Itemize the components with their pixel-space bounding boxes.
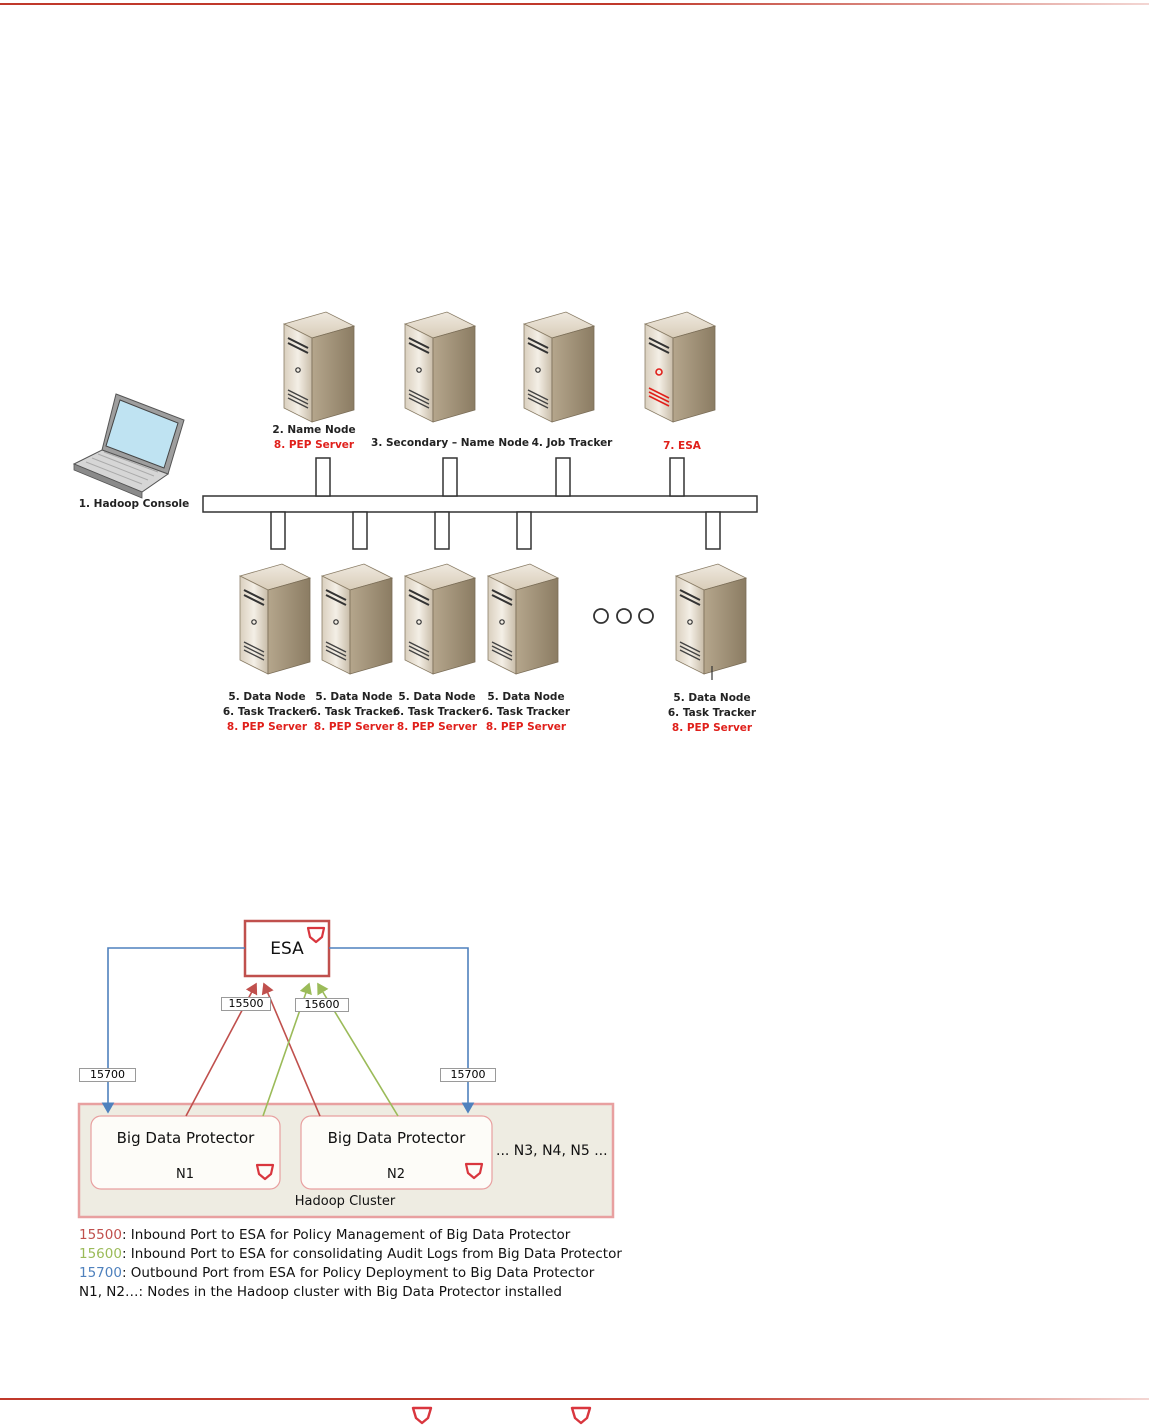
pep-server-line: 8. PEP Server <box>396 721 478 733</box>
more-nodes-ellipsis-icon <box>593 608 654 624</box>
task-tracker-line: 6. Task Tracker <box>222 706 312 718</box>
port-legend: 15500: Inbound Port to ESA for Policy Ma… <box>79 1226 622 1302</box>
data-node-server-icon <box>675 563 747 675</box>
data-node-line: 5. Data Node <box>315 691 393 703</box>
legend-row-15700: 15700: Outbound Port from ESA for Policy… <box>79 1264 622 1283</box>
legend-row-nodes: N1, N2…: Nodes in the Hadoop cluster wit… <box>79 1283 622 1302</box>
node-n1-id: N1 <box>176 1167 194 1182</box>
port-15700-right-label: 15700 <box>440 1068 496 1082</box>
header-rule <box>0 3 1149 5</box>
esa-line: 7. ESA <box>663 440 701 452</box>
data-node-label: 5. Data Node 6. Task Tracker 8. PEP Serv… <box>662 691 762 736</box>
esa-title: ESA <box>270 939 304 959</box>
data-node-label: 5. Data Node 6. Task Tracker 8. PEP Serv… <box>387 690 487 735</box>
node-n1-title: Big Data Protector <box>116 1129 255 1147</box>
protegrity-logo-icon <box>570 1406 592 1425</box>
bus-connectors-bottom <box>270 511 721 550</box>
legend-port: 15700 <box>79 1265 122 1281</box>
node-n1-box <box>90 1115 281 1190</box>
data-node-label: 5. Data Node 6. Task Tracker 8. PEP Serv… <box>476 690 576 735</box>
footer-rule <box>0 1398 1149 1400</box>
data-node-server-icon <box>487 563 559 675</box>
more-nodes-label: ... N3, N4, N5 ... <box>496 1143 608 1159</box>
node-n2-id: N2 <box>387 1167 405 1182</box>
name-node-line: 2. Name Node <box>272 424 356 436</box>
port-diagram <box>77 919 615 1219</box>
node-n2-box <box>300 1115 493 1190</box>
legend-text: N1, N2…: Nodes in the Hadoop cluster wit… <box>79 1284 562 1300</box>
esa-box <box>243 919 331 978</box>
legend-port: 15600 <box>79 1246 122 1262</box>
data-node-line: 5. Data Node <box>398 691 476 703</box>
legend-text: : Outbound Port from ESA for Policy Depl… <box>121 1265 595 1281</box>
legend-row-15600: 15600: Inbound Port to ESA for consolida… <box>79 1245 622 1264</box>
bus-connectors-top <box>315 457 685 497</box>
data-node-label: 5. Data Node 6. Task Tracker 8. PEP Serv… <box>304 690 404 735</box>
task-tracker-line: 6. Task Tracker <box>667 707 757 719</box>
task-tracker-line: 6. Task Tracker <box>392 706 482 718</box>
port-15700-left-label: 15700 <box>79 1068 136 1082</box>
esa-label: 7. ESA <box>642 439 722 454</box>
job-tracker-label: 4. Job Tracker <box>522 436 622 451</box>
name-node-label: 2. Name Node 8. PEP Server <box>254 423 374 453</box>
task-tracker-line: 6. Task Tracker <box>309 706 399 718</box>
legend-text: : Inbound Port to ESA for consolidating … <box>121 1246 622 1262</box>
task-tracker-line: 6. Task Tracker <box>481 706 571 718</box>
console-label: 1. Hadoop Console <box>78 498 190 510</box>
legend-row-15500: 15500: Inbound Port to ESA for Policy Ma… <box>79 1226 622 1245</box>
secondary-name-node-label: 3. Secondary – Name Node <box>370 436 530 451</box>
port-15500-label: 15500 <box>221 997 271 1011</box>
data-node-server-icon <box>404 563 476 675</box>
pep-server-line: 8. PEP Server <box>485 721 567 733</box>
node-n2-title: Big Data Protector <box>327 1129 466 1147</box>
port-15600-label: 15600 <box>295 998 349 1012</box>
protegrity-logo-icon <box>411 1406 433 1425</box>
secondary-name-node-server-icon <box>404 311 476 423</box>
esa-server-icon <box>644 311 716 423</box>
pep-server-line: 8. PEP Server <box>671 722 753 734</box>
job-tracker-line: 4. Job Tracker <box>531 437 613 449</box>
job-tracker-server-icon <box>523 311 595 423</box>
data-node-label: 5. Data Node 6. Task Tracker 8. PEP Serv… <box>217 690 317 735</box>
legend-text: : Inbound Port to ESA for Policy Managem… <box>121 1227 571 1243</box>
data-node-server-icon <box>239 563 311 675</box>
data-node-line: 5. Data Node <box>487 691 565 703</box>
name-node-server-icon <box>283 311 355 423</box>
network-bus <box>202 495 758 513</box>
data-node-line: 5. Data Node <box>228 691 306 703</box>
laptop-icon <box>72 393 185 499</box>
pep-server-line: 8. PEP Server <box>226 721 308 733</box>
secondary-name-node-line: 3. Secondary – Name Node <box>371 437 529 449</box>
data-node-line: 5. Data Node <box>673 692 751 704</box>
data-node-server-icon <box>321 563 393 675</box>
hadoop-topology-diagram <box>72 311 758 680</box>
legend-port: 15500 <box>79 1227 122 1243</box>
name-node-pep-line: 8. PEP Server <box>273 439 355 451</box>
pep-server-line: 8. PEP Server <box>313 721 395 733</box>
hadoop-cluster-label: Hadoop Cluster <box>294 1194 396 1209</box>
footer-logos <box>411 1406 592 1425</box>
